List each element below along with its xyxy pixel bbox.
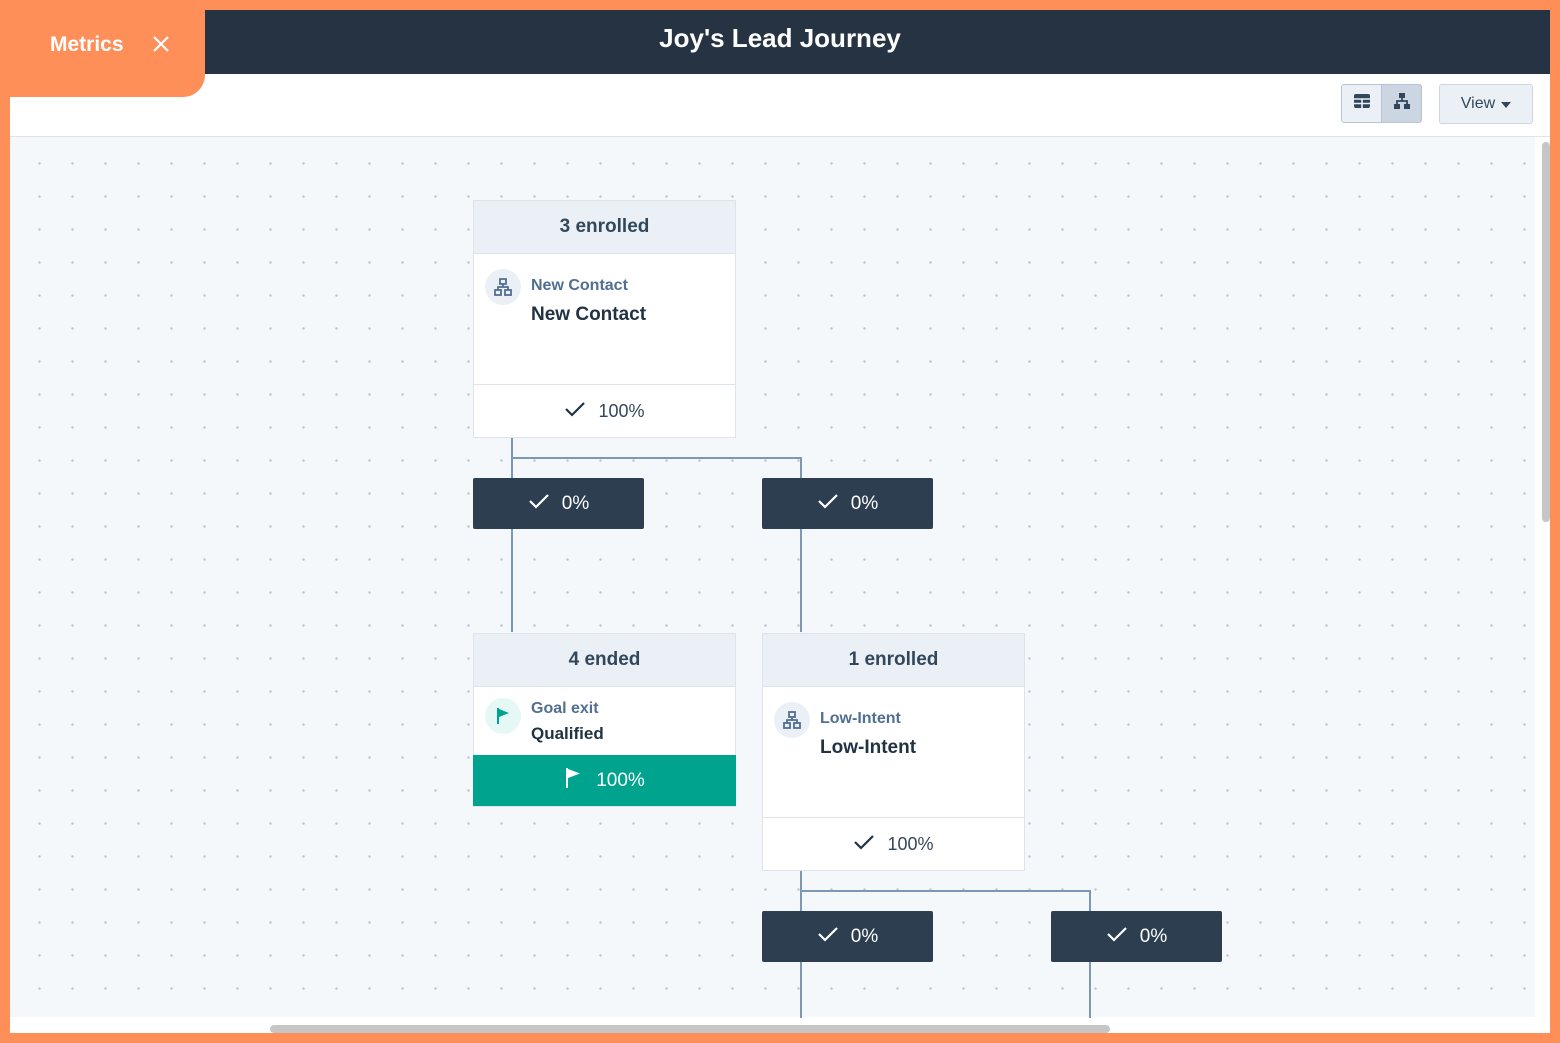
branch-percent-box-right[interactable]: 0% (762, 478, 933, 529)
check-icon (564, 401, 586, 422)
node-type-label: Goal exit (531, 700, 599, 717)
toolbar: View (10, 74, 1550, 137)
close-icon[interactable] (151, 34, 171, 54)
metrics-tab-label: Metrics (50, 33, 124, 56)
node-enrolled-count: 3 enrolled (474, 201, 735, 254)
node-title: New Contact (531, 304, 647, 325)
branch-icon (774, 702, 810, 738)
branch-connectors (511, 438, 1091, 1018)
node-title: Low-Intent (820, 737, 917, 758)
workflow-canvas[interactable] (10, 137, 1535, 1017)
check-icon (853, 834, 875, 855)
node-ended-count: 4 ended (474, 634, 735, 687)
node-title: Qualified (531, 724, 604, 743)
view-dropdown-label: View (1460, 95, 1496, 112)
vertical-scrollbar-thumb[interactable] (1542, 142, 1550, 522)
horizontal-scrollbar-thumb[interactable] (270, 1025, 1110, 1033)
node-type-label: Low-Intent (820, 710, 901, 727)
table-view-button[interactable] (1341, 84, 1382, 123)
app-window: 3 enrolled New Contact New Contact 100% (10, 10, 1550, 1033)
node-completion-percent: 100% (887, 833, 934, 854)
branch-percent-box-left[interactable]: 0% (762, 911, 933, 962)
branch-percent: 0% (1139, 925, 1168, 947)
check-icon (528, 493, 550, 515)
check-icon (817, 926, 839, 948)
caret-down-icon (1501, 95, 1512, 113)
branch-percent-box-left[interactable]: 0% (473, 478, 644, 529)
metrics-tab[interactable]: Metrics (10, 10, 205, 97)
check-icon (817, 493, 839, 515)
flow-view-button[interactable] (1381, 84, 1422, 123)
node-completion: 100% (474, 384, 735, 437)
table-icon (1353, 93, 1371, 114)
view-dropdown[interactable]: View (1439, 84, 1533, 124)
node-type-label: New Contact (531, 277, 628, 294)
branch-percent: 0% (850, 492, 879, 514)
node-completion: 100% (763, 817, 1024, 870)
check-icon (1106, 926, 1128, 948)
flag-icon (485, 698, 521, 734)
branch-percent: 0% (561, 492, 590, 514)
node-goal-exit[interactable]: 4 ended Goal exit Qualified 100% (473, 633, 736, 807)
node-low-intent[interactable]: 1 enrolled Low-Intent Low-Intent 100% (762, 633, 1025, 871)
branch-icon (485, 269, 521, 305)
node-new-contact[interactable]: 3 enrolled New Contact New Contact 100% (473, 200, 736, 438)
node-enrolled-count: 1 enrolled (763, 634, 1024, 687)
node-completion-percent: 100% (598, 400, 645, 421)
page-title: Joy's Lead Journey (659, 23, 901, 53)
flag-icon (564, 767, 582, 795)
goal-completion-bar: 100% (473, 755, 736, 806)
branch-percent-box-right[interactable]: 0% (1051, 911, 1222, 962)
branch-icon (1392, 91, 1412, 116)
goal-completion-percent: 100% (596, 769, 645, 791)
header-bar: Joy's Lead Journey (10, 10, 1550, 74)
branch-percent: 0% (850, 925, 879, 947)
